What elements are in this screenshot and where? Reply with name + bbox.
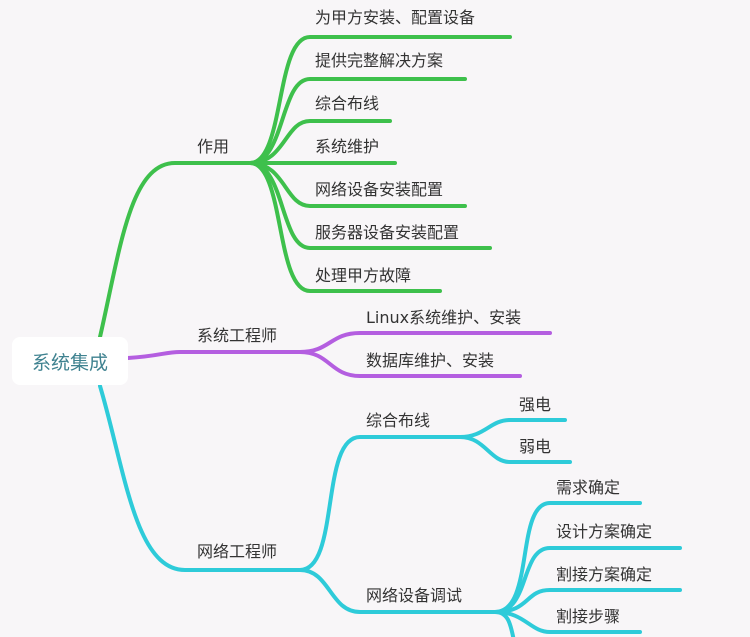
leaf-node[interactable]: 服务器设备安装配置	[315, 223, 460, 242]
root-node[interactable]: 系统集成	[12, 337, 128, 385]
branch-node-role[interactable]: 作用	[197, 137, 230, 156]
leaf-node[interactable]: 割接方案确定	[556, 565, 653, 584]
purple-branch-lines	[126, 331, 552, 378]
sub-node-network-debug[interactable]: 网络设备调试	[366, 586, 463, 605]
leaf-node[interactable]: 需求确定	[556, 478, 621, 497]
leaf-node[interactable]: 数据库维护、安装	[366, 351, 495, 370]
branch-node-network-engineer[interactable]: 网络工程师	[197, 542, 278, 561]
leaf-node[interactable]: 设计方案确定	[556, 522, 653, 541]
cyan-branch-lines	[98, 384, 682, 637]
leaf-node[interactable]: 系统维护	[315, 137, 380, 156]
green-branch-lines	[98, 35, 512, 339]
sub-node-cabling[interactable]: 综合布线	[366, 411, 431, 430]
leaf-node[interactable]: 处理甲方故障	[315, 266, 412, 285]
leaf-node[interactable]: 弱电	[519, 437, 552, 456]
leaf-node[interactable]: Linux系统维护、安装	[366, 308, 522, 327]
leaf-node[interactable]: 网络设备安装配置	[315, 180, 444, 199]
root-label: 系统集成	[31, 351, 108, 374]
branch-node-system-engineer[interactable]: 系统工程师	[197, 326, 278, 345]
leaf-node[interactable]: 割接步骤	[556, 607, 621, 626]
leaf-node[interactable]: 提供完整解决方案	[315, 51, 444, 70]
leaf-node[interactable]: 综合布线	[315, 94, 380, 113]
leaf-node[interactable]: 为甲方安装、配置设备	[315, 8, 476, 27]
leaf-node[interactable]: 强电	[519, 395, 552, 414]
